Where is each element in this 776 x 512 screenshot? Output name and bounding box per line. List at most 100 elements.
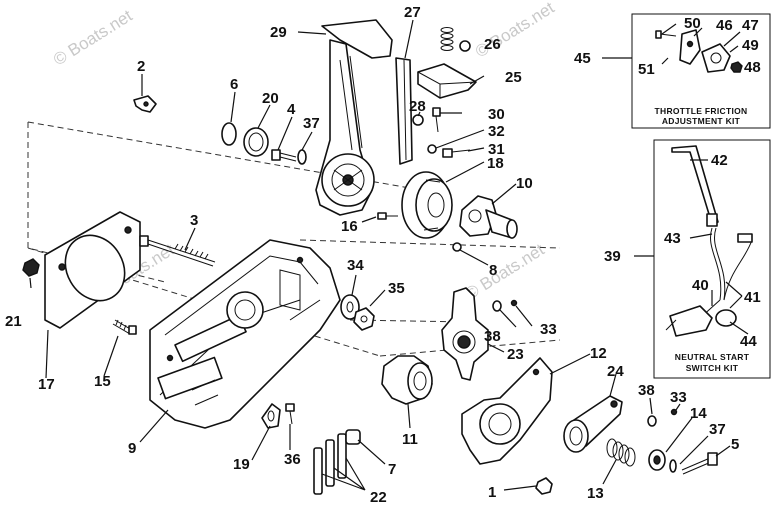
bolt-part-4 <box>271 149 297 162</box>
bolt-part-5 <box>681 452 718 475</box>
part-number-43: 43 <box>664 230 681 247</box>
part-number-47: 47 <box>742 17 759 34</box>
part-number-50: 50 <box>684 15 701 32</box>
part-number-7: 7 <box>388 461 396 478</box>
part-number-38-upper: 38 <box>484 328 501 345</box>
bolt-part-31 <box>442 148 471 158</box>
part-number-29: 29 <box>270 24 287 41</box>
washer-part-34 <box>340 294 360 320</box>
part-number-36: 36 <box>284 451 301 468</box>
part-number-2: 2 <box>137 58 145 75</box>
gasket-part-17 <box>44 211 141 329</box>
part-number-49: 49 <box>742 37 759 54</box>
o-ring-part-6 <box>221 122 237 146</box>
screw-part-16 <box>377 212 398 220</box>
friction-block-part-25 <box>417 63 477 99</box>
part-numbers: 1 2 3 4 5 6 7 8 9 10 11 12 13 14 15 16 1… <box>5 4 761 506</box>
lever-part-24 <box>563 395 623 453</box>
part-number-28: 28 <box>409 98 426 115</box>
part-number-35: 35 <box>388 280 405 297</box>
part-number-3: 3 <box>190 212 198 229</box>
part-number-19: 19 <box>233 456 250 473</box>
throttle-handle-part-29 <box>315 19 393 216</box>
rollers-part-22 <box>313 429 361 495</box>
kit-title-line2: ADJUSTMENT KIT <box>662 116 741 126</box>
part-number-42: 42 <box>711 152 728 169</box>
drum-part-18 <box>401 171 453 239</box>
nut-part-1 <box>535 477 553 495</box>
gear-part-11 <box>381 355 433 405</box>
control-housing-part-9 <box>149 239 341 429</box>
part-number-6: 6 <box>230 76 238 93</box>
part-number-44: 44 <box>740 333 757 350</box>
kit-title-line1: NEUTRAL START <box>675 352 750 362</box>
clip-part-19 <box>261 403 281 429</box>
part-number-9: 9 <box>128 440 136 457</box>
part-number-40: 40 <box>692 277 709 294</box>
part-number-20: 20 <box>262 90 279 107</box>
screw-part-36 <box>285 403 295 425</box>
part-number-13: 13 <box>587 485 604 502</box>
part-number-46: 46 <box>716 17 733 34</box>
part-number-45: 45 <box>574 50 591 67</box>
washer-part-32 <box>427 144 437 154</box>
part-number-23: 23 <box>507 346 524 363</box>
part-number-5: 5 <box>731 436 739 453</box>
part-number-34: 34 <box>347 257 364 274</box>
rod-part-27 <box>395 57 413 165</box>
screw-part-30 <box>432 107 441 133</box>
clip-part-2 <box>133 95 157 113</box>
part-number-12: 12 <box>590 345 607 362</box>
part-number-26: 26 <box>484 36 501 53</box>
part-number-39: 39 <box>604 248 621 265</box>
kit-title-line2: SWITCH KIT <box>686 363 739 373</box>
part-number-32: 32 <box>488 123 505 140</box>
part-number-37-lower: 37 <box>709 421 726 438</box>
screw-part-15 <box>112 319 137 335</box>
part-number-41: 41 <box>744 289 761 306</box>
part-number-16: 16 <box>341 218 358 235</box>
part-number-17: 17 <box>38 376 55 393</box>
throttle-friction-kit: THROTTLE FRICTION ADJUSTMENT KIT <box>631 13 771 129</box>
part-number-1: 1 <box>488 484 496 501</box>
part-number-27: 27 <box>404 4 421 21</box>
pin-part-33-upper <box>510 299 518 307</box>
pin-part-33-lower <box>670 408 678 416</box>
spring-part-13 <box>606 438 636 467</box>
part-number-11: 11 <box>402 431 418 448</box>
part-number-48: 48 <box>744 59 761 76</box>
washer-part-37-upper <box>297 149 307 165</box>
ring-part-14 <box>648 449 666 471</box>
kit-title-line1: THROTTLE FRICTION <box>655 106 748 116</box>
part-number-4: 4 <box>287 101 296 118</box>
part-number-10: 10 <box>516 175 533 192</box>
ball-part-8 <box>452 242 462 252</box>
washer-part-38-lower <box>647 415 657 427</box>
part-number-18: 18 <box>487 155 504 172</box>
part-number-25: 25 <box>505 69 522 86</box>
clamp-ring-part-20 <box>243 127 269 157</box>
part-number-21: 21 <box>5 313 22 330</box>
part-number-24: 24 <box>607 363 624 380</box>
part-number-33-lower: 33 <box>670 389 687 406</box>
part-number-31: 31 <box>488 141 505 158</box>
part-number-15: 15 <box>94 373 111 390</box>
washer-part-38-upper <box>492 300 502 312</box>
washer-part-28 <box>412 114 424 126</box>
part-number-51: 51 <box>638 61 655 78</box>
plate-part-12 <box>461 357 553 465</box>
neutral-start-switch-kit: NEUTRAL START SWITCH KIT <box>653 139 771 379</box>
part-number-8: 8 <box>489 262 497 279</box>
watermark: © Boats.net <box>462 240 548 303</box>
part-number-14: 14 <box>690 405 707 422</box>
part-number-30: 30 <box>488 106 505 123</box>
nut-part-21 <box>22 258 40 277</box>
washer-part-37-lower <box>669 459 677 473</box>
leader-lines <box>29 19 749 491</box>
shaft-assembly-part-10 <box>459 195 518 239</box>
part-number-38-lower: 38 <box>638 382 655 399</box>
bolt-part-3 <box>139 235 216 267</box>
part-number-37-upper: 37 <box>303 115 320 132</box>
part-number-33-upper: 33 <box>540 321 557 338</box>
